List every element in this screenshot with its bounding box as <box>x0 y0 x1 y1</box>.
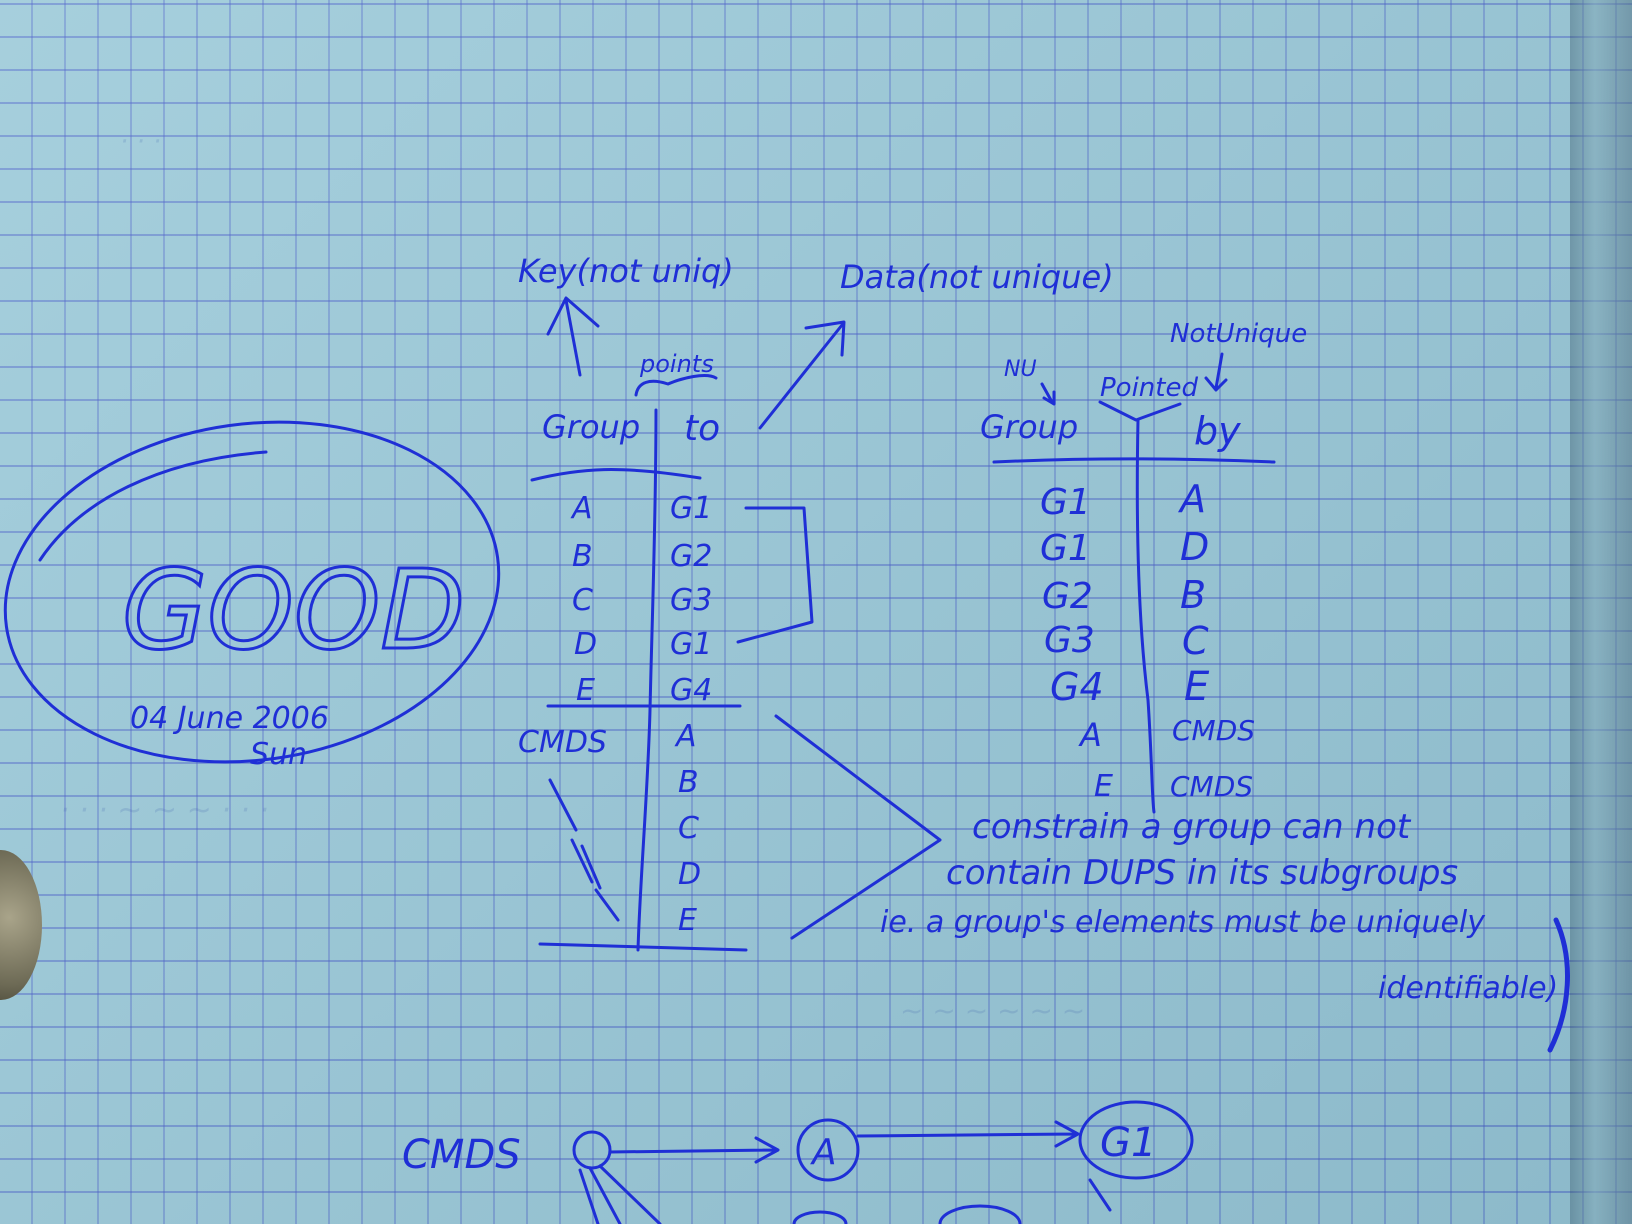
cmds-member: E <box>678 903 697 938</box>
row-group: B <box>572 539 593 574</box>
stamp-date: 04 June 2006 <box>130 701 329 736</box>
row-by: C <box>1182 619 1209 663</box>
header-underline <box>530 468 702 482</box>
arrow-to-data <box>758 320 846 430</box>
header-key: Key(not uniq) <box>518 252 734 290</box>
row-by: E <box>1184 664 1210 710</box>
graph-node-a-label: A <box>810 1132 837 1173</box>
cmds-member: D <box>678 857 701 892</box>
edge-a-g1 <box>856 1120 1080 1148</box>
svg-text:· · ·: · · · <box>120 127 161 157</box>
row-by: B <box>1180 573 1206 617</box>
good-stamp: GOOD 04 June 2006 Sun <box>3 420 501 772</box>
svg-text:~ ~ ~ ~ ~ ~: ~ ~ ~ ~ ~ ~ <box>900 994 1085 1027</box>
cmds-member: C <box>678 811 699 846</box>
edge-partial <box>1088 1178 1112 1212</box>
row-to: G1 <box>670 627 712 662</box>
graph-node-partial <box>938 1204 1022 1224</box>
row-group: G3 <box>1044 620 1095 661</box>
constraint-note: constrain a group can not contain DUPS i… <box>880 807 1570 1053</box>
col1-header: Group <box>980 408 1078 446</box>
col2-header: by <box>1194 409 1241 453</box>
constraint-line: constrain a group can not <box>972 807 1412 847</box>
constraint-line: contain DUPS in its subgroups <box>946 853 1458 893</box>
row-by: A <box>1177 477 1206 521</box>
row-group: A <box>1078 716 1102 754</box>
column-divider <box>1135 418 1156 814</box>
svg-text:· · · ~ ~ ~ · · ·: · · · ~ ~ ~ · · · <box>60 793 269 828</box>
stamp-word: GOOD <box>122 546 465 674</box>
column-divider <box>636 408 658 952</box>
edge-root-a <box>608 1136 780 1164</box>
left-table: Key(not uniq) Data(not unique) points Gr… <box>518 252 1114 952</box>
row-group: G4 <box>1050 665 1104 709</box>
closing-paren <box>1547 917 1570 1053</box>
stamp-inner-arc <box>38 450 268 562</box>
annotation-nu: NU <box>1004 357 1037 382</box>
row-group: A <box>570 491 593 526</box>
row-to: G1 <box>670 491 712 526</box>
row-group: G1 <box>1040 482 1091 523</box>
stamp-day: Sun <box>250 737 307 772</box>
row-by: CMDS <box>1172 714 1255 747</box>
cmds-member: A <box>674 719 697 754</box>
graph-node-g1 <box>1078 1100 1194 1180</box>
graph-root-label: CMDS <box>402 1132 521 1178</box>
constraint-chevron <box>774 714 942 940</box>
row-group: E <box>1094 769 1113 804</box>
row-by: D <box>1180 525 1209 569</box>
page-edge-shadow <box>1570 0 1632 1224</box>
graph-node-g1-label: G1 <box>1100 1120 1156 1166</box>
pointed-bracket <box>1098 400 1182 422</box>
graph-node-a <box>796 1118 860 1182</box>
not-unique-arrow <box>1204 352 1228 392</box>
duplicate-bracket <box>736 506 814 644</box>
right-table: NU NotUnique Pointed Group by G1 G1 G2 G… <box>980 319 1307 814</box>
edges-below <box>578 1164 662 1224</box>
cmds-label: CMDS <box>518 725 607 760</box>
graph-root-node <box>572 1130 612 1170</box>
header-underline <box>992 457 1276 464</box>
constraint-line: ie. a group's elements must be uniquely <box>880 905 1486 940</box>
row-by: CMDS <box>1170 770 1253 803</box>
row-group: C <box>572 583 593 618</box>
annotation-not-unique: NotUnique <box>1170 319 1307 349</box>
show-through-writing: · · · ~ ~ ~ · · · ~ ~ ~ ~ ~ ~ · · · <box>60 127 1085 1027</box>
col2-header: to <box>684 408 720 449</box>
table-bottom-line <box>538 942 748 952</box>
row-to: G4 <box>670 673 712 708</box>
group-graph: CMDS A G1 <box>402 1100 1194 1224</box>
arrow-to-key <box>546 296 600 377</box>
annotation-pointed: Pointed <box>1100 373 1198 403</box>
row-to: G3 <box>670 583 712 618</box>
row-group: G1 <box>1040 528 1091 569</box>
constraint-line: identifiable) <box>1378 971 1558 1006</box>
cmds-member: B <box>678 765 699 800</box>
row-group: G2 <box>1042 576 1093 617</box>
ditto-marks <box>548 778 620 922</box>
annotation-points: points <box>639 350 714 378</box>
row-group: D <box>574 627 597 662</box>
points-bracket <box>634 374 718 397</box>
row-to: G2 <box>670 539 712 574</box>
row-group: E <box>576 673 595 708</box>
nu-arrow <box>1040 382 1056 406</box>
stamp-oval <box>3 420 501 764</box>
graph-node-partial <box>792 1210 848 1224</box>
col1-header: Group <box>542 408 640 446</box>
header-data: Data(not unique) <box>840 258 1114 296</box>
